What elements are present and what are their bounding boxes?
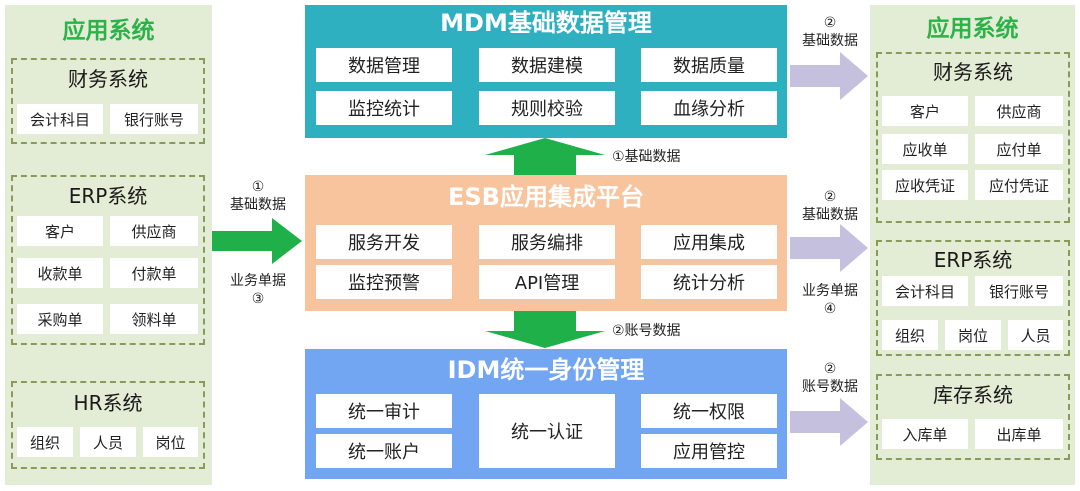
mdm-item: 规则校验 [479,91,615,125]
left-erp-item: 客户 [17,216,103,246]
right-inventory-item: 入库单 [882,419,968,449]
esb-item: 应用集成 [641,225,777,259]
right-finance-item: 应付凭证 [975,170,1063,200]
right-finance-item: 应付单 [975,134,1063,164]
esb-item: 监控预警 [316,265,452,299]
esb-out-top-text: 基础数据 [802,207,858,223]
esb-to-mdm-label: ①基础数据 [612,149,681,165]
idm-item: 统一权限 [641,394,777,428]
right-erp-item: 岗位 [945,320,1001,350]
idm-out-num: ② [823,361,837,377]
idm-item-center: 统一认证 [479,394,615,468]
left-hr-title: HR系统 [73,391,143,415]
left-erp-item: 领料单 [110,304,198,334]
mdm-title: MDM基础数据管理 [440,9,652,37]
left-in-bottom-text: 业务单据 [230,273,286,289]
left-finance-item: 会计科目 [17,104,103,134]
left-in-top-num: ① [251,179,265,195]
mdm-out-num: ② [823,15,837,31]
right-erp-item: 银行账号 [975,276,1063,306]
right-inventory-group [876,374,1070,460]
left-erp-item: 供应商 [110,216,198,246]
right-app-panel [870,5,1075,485]
left-finance-group [11,58,205,144]
right-erp-title: ERP系统 [933,248,1013,272]
mdm-item: 血缘分析 [641,91,777,125]
purple-arrow-right-icon [790,52,868,100]
left-erp-item: 收款单 [17,258,103,288]
idm-item: 统一审计 [316,394,452,428]
idm-item: 统一账户 [316,434,452,468]
green-arrow-down-icon [485,311,605,348]
mdm-item: 监控统计 [316,91,452,125]
left-erp-item: 采购单 [17,304,103,334]
left-erp-item: 付款单 [110,258,198,288]
idm-item: 应用管控 [641,434,777,468]
esb-item: API管理 [479,265,615,299]
left-in-bottom-num: ③ [251,291,265,307]
left-finance-item: 银行账号 [110,104,198,134]
left-erp-title: ERP系统 [68,184,148,208]
mdm-item: 数据质量 [641,48,777,82]
mdm-out-text: 基础数据 [802,33,858,49]
right-erp-group [876,240,1070,356]
right-finance-group [876,52,1070,223]
right-finance-item: 客户 [882,96,968,126]
green-arrow-up-icon [485,138,605,175]
idm-title: IDM统一身份管理 [447,356,645,384]
idm-out-text: 账号数据 [802,379,858,395]
esb-to-idm-label: ②账号数据 [612,323,681,339]
esb-item: 服务开发 [316,225,452,259]
left-panel-title: 应用系统 [62,18,155,44]
esb-title: ESB应用集成平台 [448,183,644,211]
left-hr-item: 人员 [80,427,136,457]
right-erp-item: 人员 [1008,320,1063,350]
esb-item: 服务编排 [479,225,615,259]
green-arrow-right-icon [212,218,302,264]
left-erp-group [11,175,205,345]
purple-arrow-right-icon [790,398,868,446]
left-hr-item: 组织 [17,427,73,457]
right-finance-item: 应收单 [882,134,968,164]
mdm-item: 数据建模 [479,48,615,82]
esb-out-bottom-num: ④ [823,301,837,317]
right-erp-item: 组织 [882,320,938,350]
left-in-top-text: 基础数据 [230,197,286,213]
esb-item: 统计分析 [641,265,777,299]
right-finance-item: 应收凭证 [882,170,968,200]
purple-arrow-right-icon [790,224,868,272]
right-inventory-title: 库存系统 [933,383,1013,407]
right-finance-title: 财务系统 [933,60,1013,84]
left-hr-item: 岗位 [143,427,198,457]
right-erp-item: 会计科目 [882,276,968,306]
left-hr-group [11,381,205,469]
right-inventory-item: 出库单 [975,419,1063,449]
right-panel-title: 应用系统 [926,16,1019,42]
esb-out-bottom-text: 业务单据 [802,283,858,299]
left-finance-title: 财务系统 [68,67,148,91]
esb-out-top-num: ② [823,189,837,205]
right-finance-item: 供应商 [975,96,1063,126]
mdm-item: 数据管理 [316,48,452,82]
